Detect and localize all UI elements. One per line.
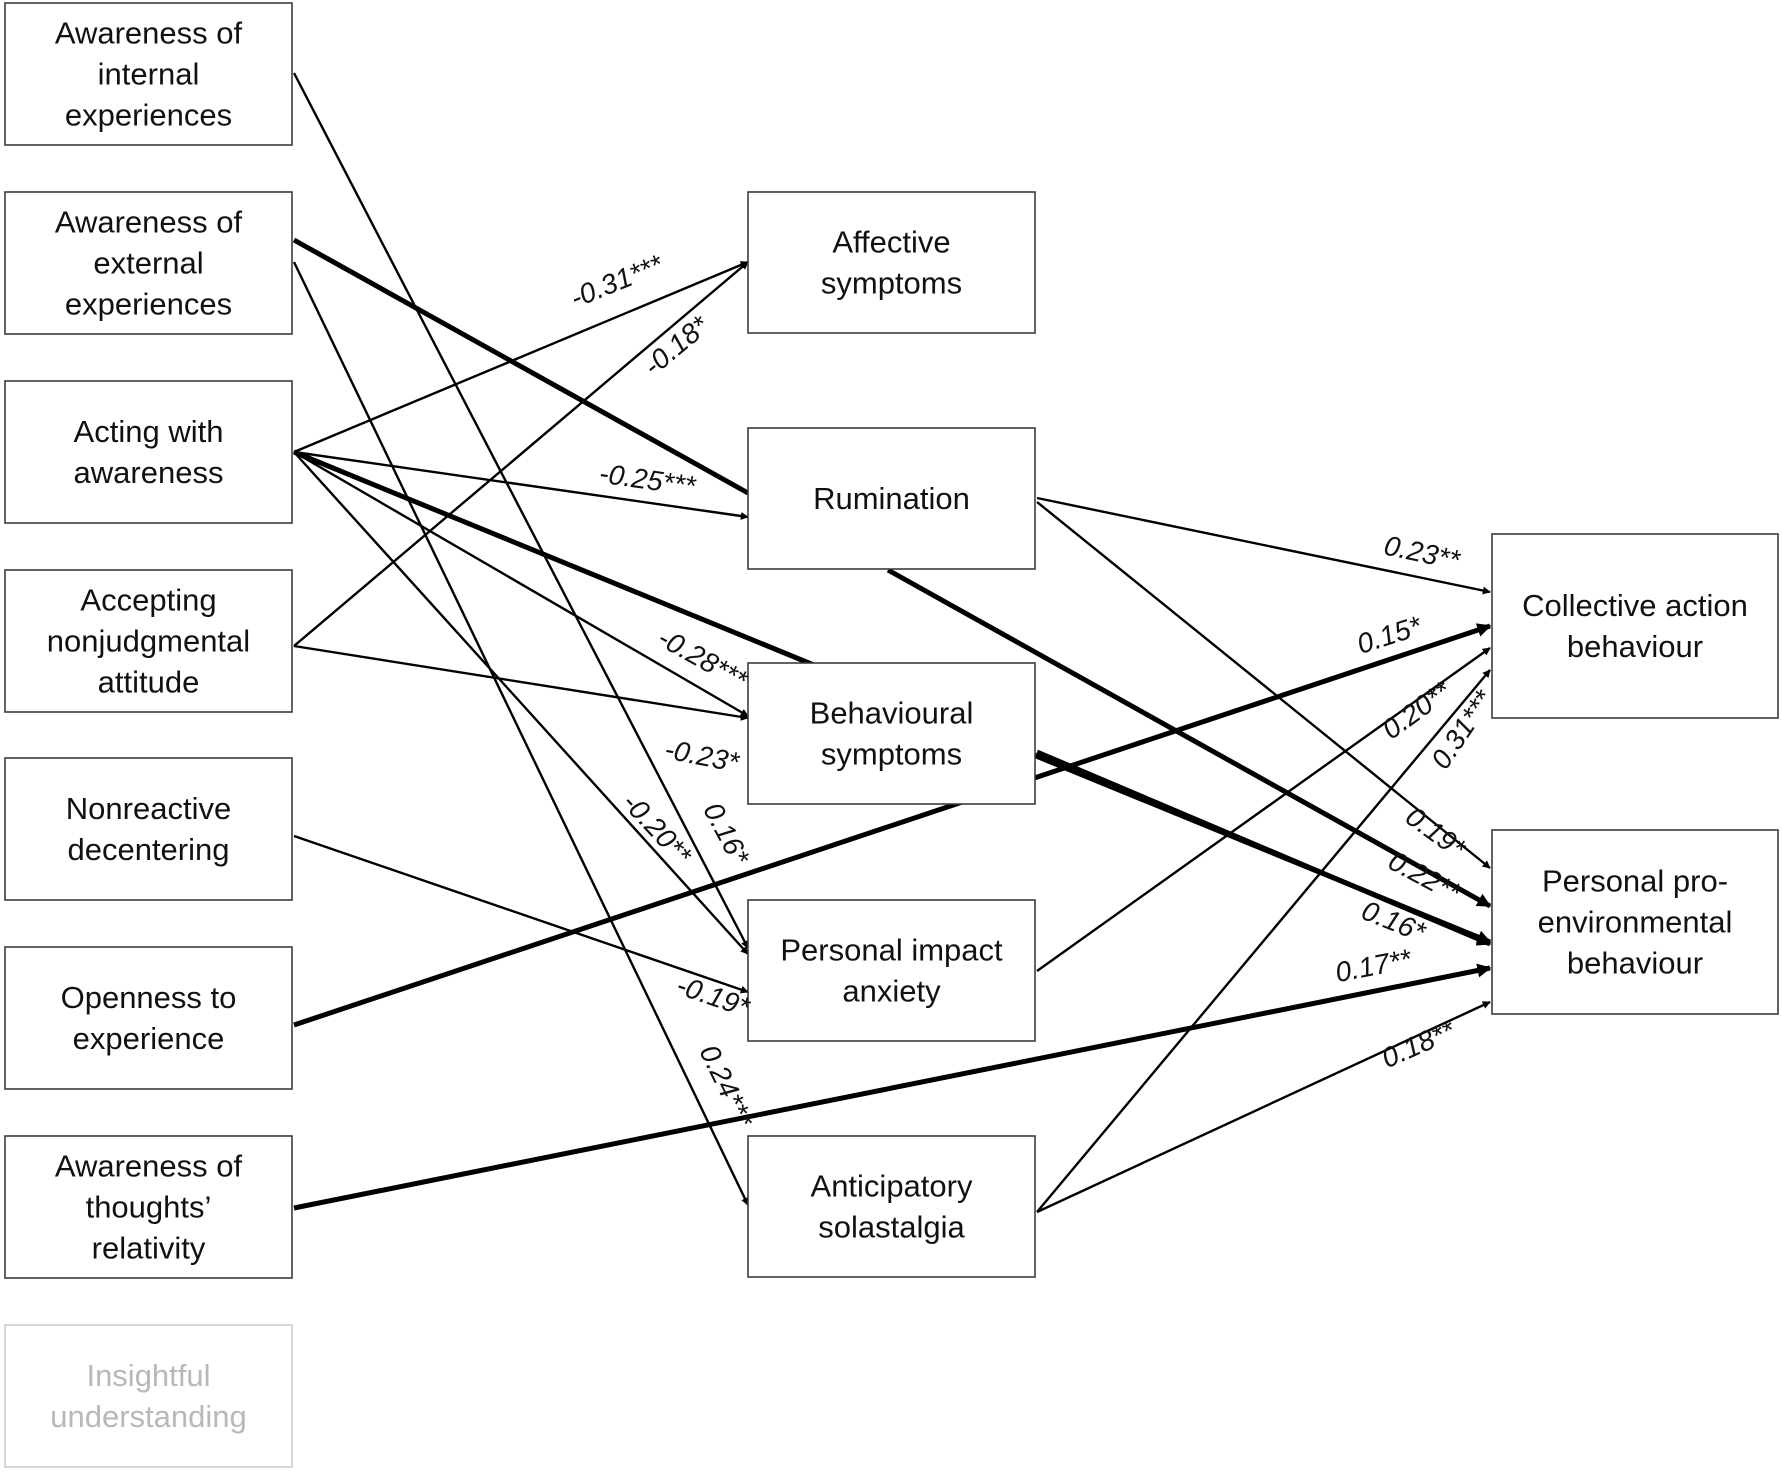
node-awa: Acting with awareness — [4, 380, 293, 524]
node-ins: Insightful understanding — [4, 1324, 293, 1468]
node-aie: Awareness of internal experiences — [4, 2, 293, 146]
node-label-line: Awareness of — [55, 204, 243, 239]
node-label-line: Behavioural — [810, 695, 974, 730]
path-arrow-nrd-to-pia — [293, 834, 749, 994]
node-label-line: Acting with — [74, 414, 224, 449]
path-arrow-atr-to-ppe — [293, 963, 1492, 1211]
node-label-line: Awareness of — [55, 15, 243, 50]
node-box — [4, 2, 293, 146]
node-atr: Awareness of thoughts’ relativity — [4, 1135, 293, 1279]
path-coefficient-label: -0.25*** — [597, 458, 698, 502]
node-label-line: Accepting — [80, 582, 216, 617]
path-arrow-pia-to-cab — [1036, 647, 1491, 972]
node-box — [4, 1324, 293, 1468]
path-coefficient-label: -0.31*** — [566, 248, 668, 313]
node-label-line: understanding — [50, 1399, 247, 1434]
node-ote: Openness to experience — [4, 946, 293, 1090]
node-label-line: experiences — [65, 97, 232, 132]
node-label-line: experience — [73, 1021, 225, 1056]
path-arrow-beh-to-ppe — [1036, 749, 1492, 947]
node-label-line: nonjudgmental — [47, 623, 250, 658]
node-box — [747, 899, 1036, 1042]
path-coefficient-label: 0.23** — [1381, 530, 1463, 576]
node-box — [4, 757, 293, 901]
node-label-line: awareness — [74, 455, 224, 490]
node-box — [747, 191, 1036, 334]
node-box — [1491, 533, 1779, 719]
node-label-line: relativity — [92, 1230, 206, 1265]
path-coefficient-label: -0.19* — [673, 969, 755, 1023]
path-arrow-ana-to-aff — [293, 261, 749, 647]
node-aee: Awareness of external experiences — [4, 191, 293, 335]
node-label-line: Awareness of — [55, 1148, 243, 1183]
node-box — [4, 1135, 293, 1279]
node-aff: Affective symptoms — [747, 191, 1036, 334]
node-box — [4, 946, 293, 1090]
path-coefficient-label: 0.24*** — [693, 1040, 760, 1133]
node-label-line: Personal impact — [780, 932, 1003, 967]
path-arrow-ana-to-beh — [293, 644, 749, 721]
node-label-line: Rumination — [813, 481, 970, 516]
node-label-line: Affective — [832, 224, 950, 259]
node-label-line: symptoms — [821, 265, 962, 300]
path-arrow-awa-to-aff — [293, 260, 749, 454]
path-arrow-awa-to-rum — [293, 450, 749, 520]
node-label-line: decentering — [67, 832, 229, 867]
node-box — [747, 1135, 1036, 1278]
node-box — [4, 191, 293, 335]
node-beh: Behavioural symptoms — [747, 662, 1036, 805]
node-box — [747, 662, 1036, 805]
node-label-line: environmental — [1538, 904, 1733, 939]
node-label-line: thoughts’ — [86, 1189, 212, 1224]
path-arrow-ant-to-ppe — [1036, 1000, 1491, 1214]
node-label-line: attitude — [98, 664, 200, 699]
path-arrow-awa-to-pia — [293, 451, 749, 955]
path-arrow-rum-to-ppe — [1036, 501, 1491, 869]
path-arrow-rum-to-ppe — [886, 567, 1492, 909]
path-arrow-ant-to-cab — [1036, 669, 1491, 1213]
path-coefficient-label: 0.18** — [1377, 1014, 1460, 1074]
node-label-line: symptoms — [821, 736, 962, 771]
node-box — [747, 427, 1036, 570]
node-ana: Accepting nonjudgmental attitude — [4, 569, 293, 713]
node-label-line: behaviour — [1567, 629, 1703, 664]
path-arrow-aee-to-ant — [292, 261, 750, 1206]
node-label-line: Personal pro- — [1542, 863, 1728, 898]
node-box — [4, 380, 293, 524]
node-label-line: internal — [98, 56, 200, 91]
path-coefficient-label: 0.16* — [697, 797, 756, 870]
node-label-line: Nonreactive — [66, 791, 231, 826]
node-nrd: Nonreactive decentering — [4, 757, 293, 901]
path-arrow-awa-to-beh — [293, 450, 749, 718]
path-arrow-aee-to-rum — [292, 237, 750, 496]
node-label-line: anxiety — [842, 973, 941, 1008]
node-box — [1491, 829, 1779, 1015]
path-coefficient-label: -0.23* — [662, 733, 742, 778]
node-label-line: Insightful — [86, 1358, 210, 1393]
path-coefficient-label: 0.17** — [1333, 943, 1415, 988]
node-cab: Collective action behaviour — [1491, 533, 1779, 719]
path-arrow-ote-to-cab — [293, 623, 1492, 1028]
node-label-line: Openness to — [61, 980, 237, 1015]
node-label-line: solastalgia — [818, 1209, 965, 1244]
node-box — [4, 569, 293, 713]
node-label-line: Collective action — [1522, 588, 1748, 623]
node-ant: Anticipatory solastalgia — [747, 1135, 1036, 1278]
node-label-line: external — [93, 245, 203, 280]
node-rum: Rumination — [747, 427, 1036, 570]
node-pia: Personal impact anxiety — [747, 899, 1036, 1042]
node-label-line: Anticipatory — [811, 1168, 973, 1203]
node-label-line: behaviour — [1567, 945, 1703, 980]
path-arrow-rum-to-cab — [1036, 496, 1491, 595]
node-ppe: Personal pro-environmental behaviour — [1491, 829, 1779, 1015]
path-arrow-aie-to-pia — [292, 72, 750, 949]
node-label-line: experiences — [65, 286, 232, 321]
